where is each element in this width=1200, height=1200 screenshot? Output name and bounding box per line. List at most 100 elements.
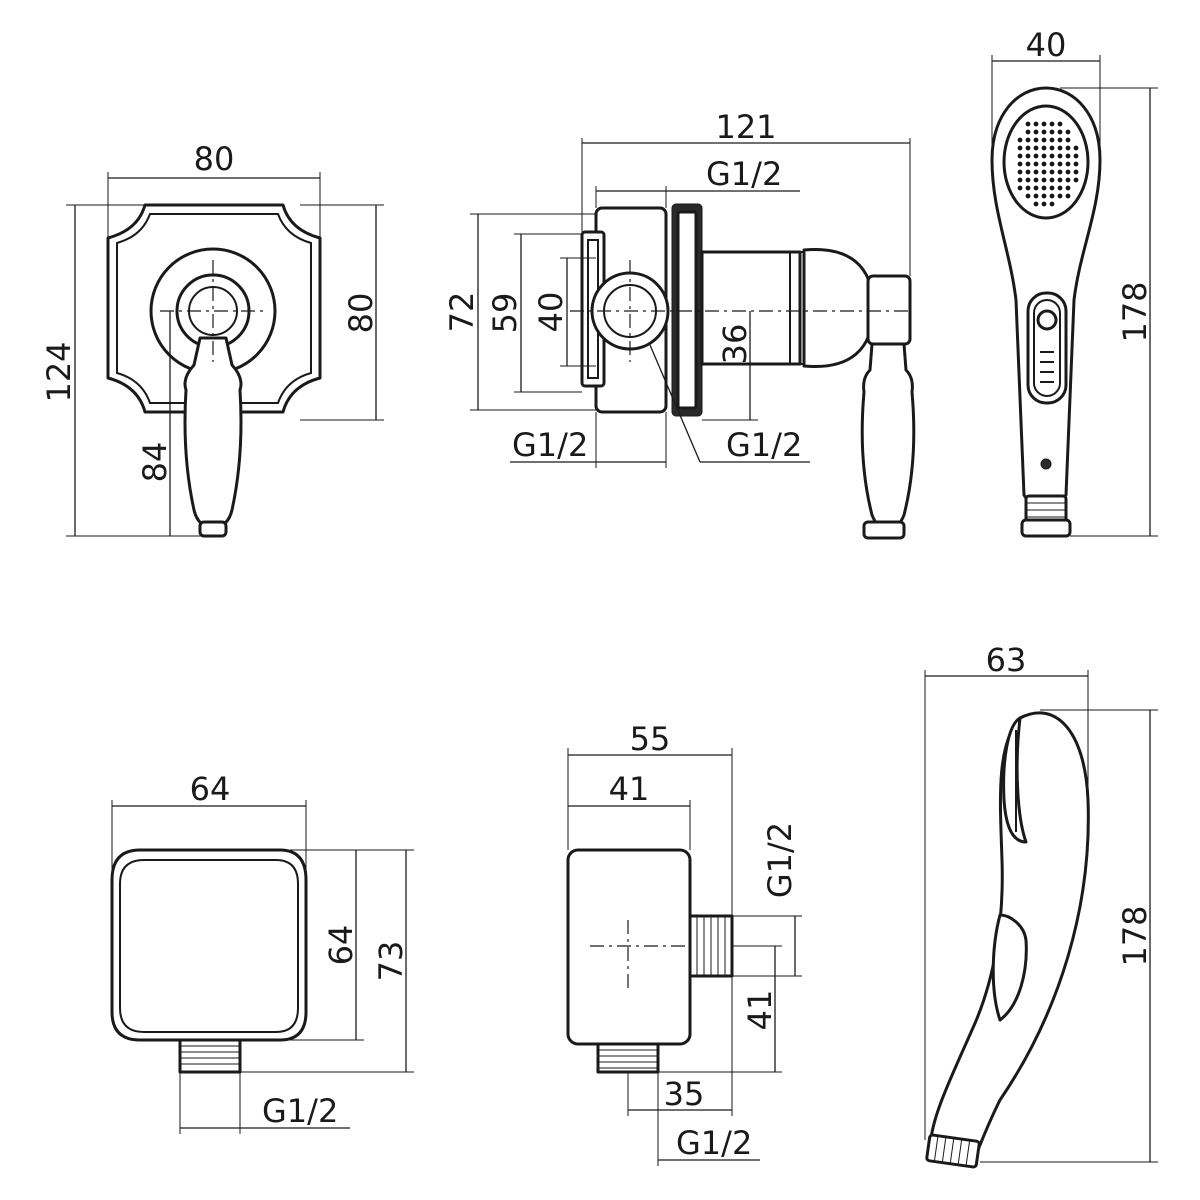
spray-hole xyxy=(1073,169,1079,175)
dim-label-mixer-handle-drop: 84 xyxy=(136,442,174,483)
spray-hole xyxy=(1041,153,1047,159)
spray-hole xyxy=(1049,177,1055,183)
spray-hole xyxy=(1057,161,1063,167)
spray-hole xyxy=(1057,121,1063,127)
dim-label-outlet-width: 64 xyxy=(190,770,231,808)
spray-hole xyxy=(1033,185,1039,191)
shower-front-nut xyxy=(1020,518,1072,538)
dim-label-shower-length: 178 xyxy=(1116,281,1154,342)
spray-hole xyxy=(1057,145,1063,151)
spray-hole xyxy=(1073,153,1079,159)
label-thread-top: G1/2 xyxy=(706,155,782,193)
spray-hole xyxy=(1025,177,1031,183)
dim-label-shower-side-width: 63 xyxy=(986,641,1027,679)
spray-hole xyxy=(1049,137,1055,143)
dim-label-36: 36 xyxy=(716,324,754,365)
spray-hole xyxy=(1025,137,1031,143)
label-thread-bottom-left: G1/2 xyxy=(512,426,588,464)
outlet-side-bottom-thread-lines xyxy=(598,1049,658,1069)
spray-hole xyxy=(1025,161,1031,167)
spray-hole xyxy=(1065,129,1071,135)
spray-hole xyxy=(1017,169,1023,175)
mixer-lever-tip xyxy=(862,520,906,540)
shower-front-thread-lines xyxy=(1026,502,1066,518)
spray-hole xyxy=(1017,161,1023,167)
shower-side-thread xyxy=(925,1133,981,1169)
mixer-cover-plate-face xyxy=(676,210,698,410)
spray-hole xyxy=(1065,169,1071,175)
spray-hole xyxy=(1033,177,1039,183)
spray-hole xyxy=(1025,169,1031,175)
dim-label-mixer-depth: 121 xyxy=(715,108,776,146)
spray-hole xyxy=(1025,153,1031,159)
spray-hole xyxy=(1041,177,1047,183)
spray-hole xyxy=(1049,185,1055,191)
spray-hole xyxy=(1033,169,1039,175)
spray-hole xyxy=(1073,145,1079,151)
spray-hole xyxy=(1057,137,1063,143)
outlet-front-thread xyxy=(178,1038,242,1074)
mixer-handle-tip xyxy=(198,520,228,538)
spray-hole xyxy=(1017,185,1023,191)
spray-hole xyxy=(1065,177,1071,183)
dim-label-outlet-inner-height: 64 xyxy=(322,925,360,966)
spray-hole xyxy=(1041,185,1047,191)
spray-hole xyxy=(1025,121,1031,127)
spray-hole xyxy=(1057,169,1063,175)
outlet-front-inner xyxy=(119,859,299,1033)
dim-label-shower-width: 40 xyxy=(1026,26,1067,64)
dim-label-shower-side-length: 178 xyxy=(1116,905,1154,966)
spray-hole xyxy=(1057,153,1063,159)
shower-side-view: 63 178 xyxy=(924,641,1158,1169)
spray-hole xyxy=(1049,193,1055,199)
spray-hole xyxy=(1057,185,1063,191)
outlet-front-view: 64 64 73 G1/2 xyxy=(110,770,414,1134)
dim-label-mixer-total-height: 124 xyxy=(40,341,78,402)
spray-hole xyxy=(1057,177,1063,183)
spray-hole xyxy=(1049,145,1055,151)
shower-side-button xyxy=(991,913,1028,1022)
spray-hole xyxy=(1057,129,1063,135)
spray-hole xyxy=(1065,161,1071,167)
spray-hole xyxy=(1041,169,1047,175)
spray-hole xyxy=(1073,161,1079,167)
spray-hole xyxy=(1033,193,1039,199)
dim-label-mixer-inner-height: 80 xyxy=(342,293,380,334)
outlet-side-view: 55 41 G1/2 41 35 G1/2 xyxy=(566,720,802,1166)
label-outlet-front-thread: G1/2 xyxy=(262,1092,338,1130)
spray-hole xyxy=(1049,161,1055,167)
spray-hole xyxy=(1049,169,1055,175)
dim-label-outlet-depth-total: 55 xyxy=(630,720,671,758)
dim-label-59: 59 xyxy=(486,293,524,334)
spray-hole xyxy=(1017,137,1023,143)
dim-label-72: 72 xyxy=(443,292,481,333)
shower-side-thread-lines xyxy=(933,1135,971,1167)
outlet-front-plate xyxy=(110,848,308,1042)
spray-hole xyxy=(1033,153,1039,159)
spray-hole xyxy=(1033,121,1039,127)
label-outlet-bottom-thread: G1/2 xyxy=(676,1124,752,1162)
shower-button-inner xyxy=(1033,299,1061,397)
spray-hole xyxy=(1049,201,1055,207)
mixer-lever-hub xyxy=(866,274,912,346)
spray-hole xyxy=(1041,137,1047,143)
dim-label-mixer-width: 80 xyxy=(194,140,235,178)
spray-hole xyxy=(1025,193,1031,199)
mixer-lever-side xyxy=(860,342,916,532)
mixer-escutcheon-inner xyxy=(116,213,312,404)
spray-hole xyxy=(1057,193,1063,199)
dim-label-outlet-offset-35: 35 xyxy=(664,1075,705,1113)
label-thread-bottom-right: G1/2 xyxy=(726,426,802,464)
spray-hole xyxy=(1065,145,1071,151)
label-outlet-side-thread: G1/2 xyxy=(761,822,799,898)
spray-hole xyxy=(1033,201,1039,207)
spray-hole xyxy=(1041,201,1047,207)
mixer-front-view: 80 80 124 84 xyxy=(40,140,384,538)
spray-hole xyxy=(1017,153,1023,159)
outlet-side-body xyxy=(566,848,692,1046)
mixer-dome xyxy=(802,247,876,369)
spray-hole xyxy=(1049,153,1055,159)
spray-hole xyxy=(1065,193,1071,199)
spray-hole xyxy=(1041,193,1047,199)
